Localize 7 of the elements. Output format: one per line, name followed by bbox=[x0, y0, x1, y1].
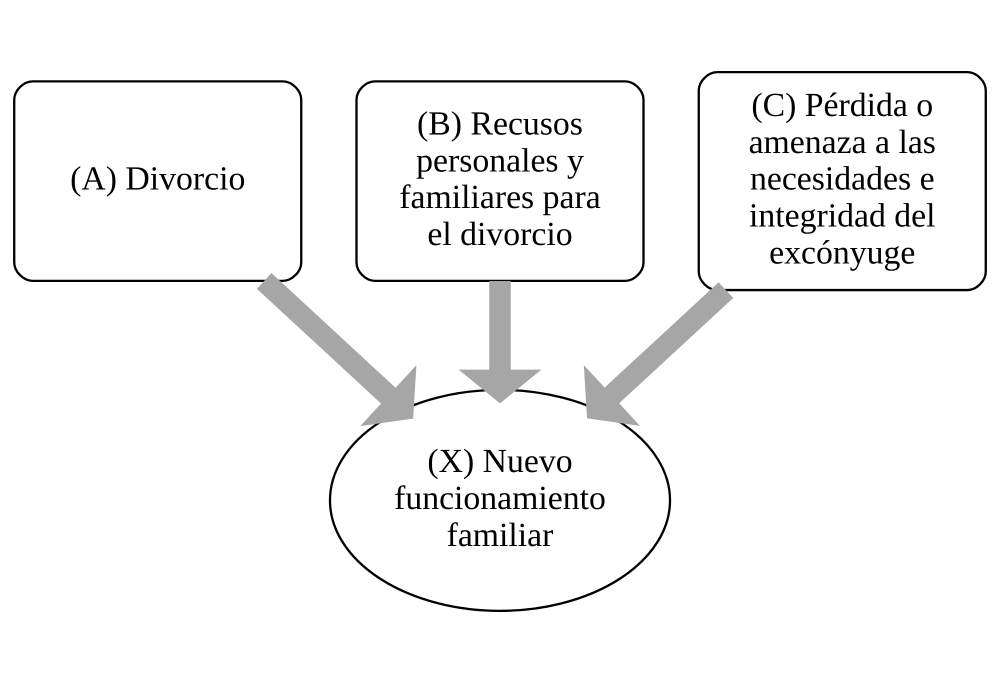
node-box: (A) Divorcio bbox=[13, 80, 302, 282]
node-box: (B) Recusos personales y familiares para el divorcio bbox=[355, 80, 645, 282]
arrow bbox=[256, 273, 416, 426]
arrow bbox=[584, 282, 734, 426]
node-box: (C) Pérdida o amenaza a las necesidades e integridad del excónyuge bbox=[698, 71, 987, 292]
node-ellipse: (X) Nuevo funcionamiento familiar bbox=[328, 388, 672, 612]
arrow bbox=[458, 280, 542, 404]
